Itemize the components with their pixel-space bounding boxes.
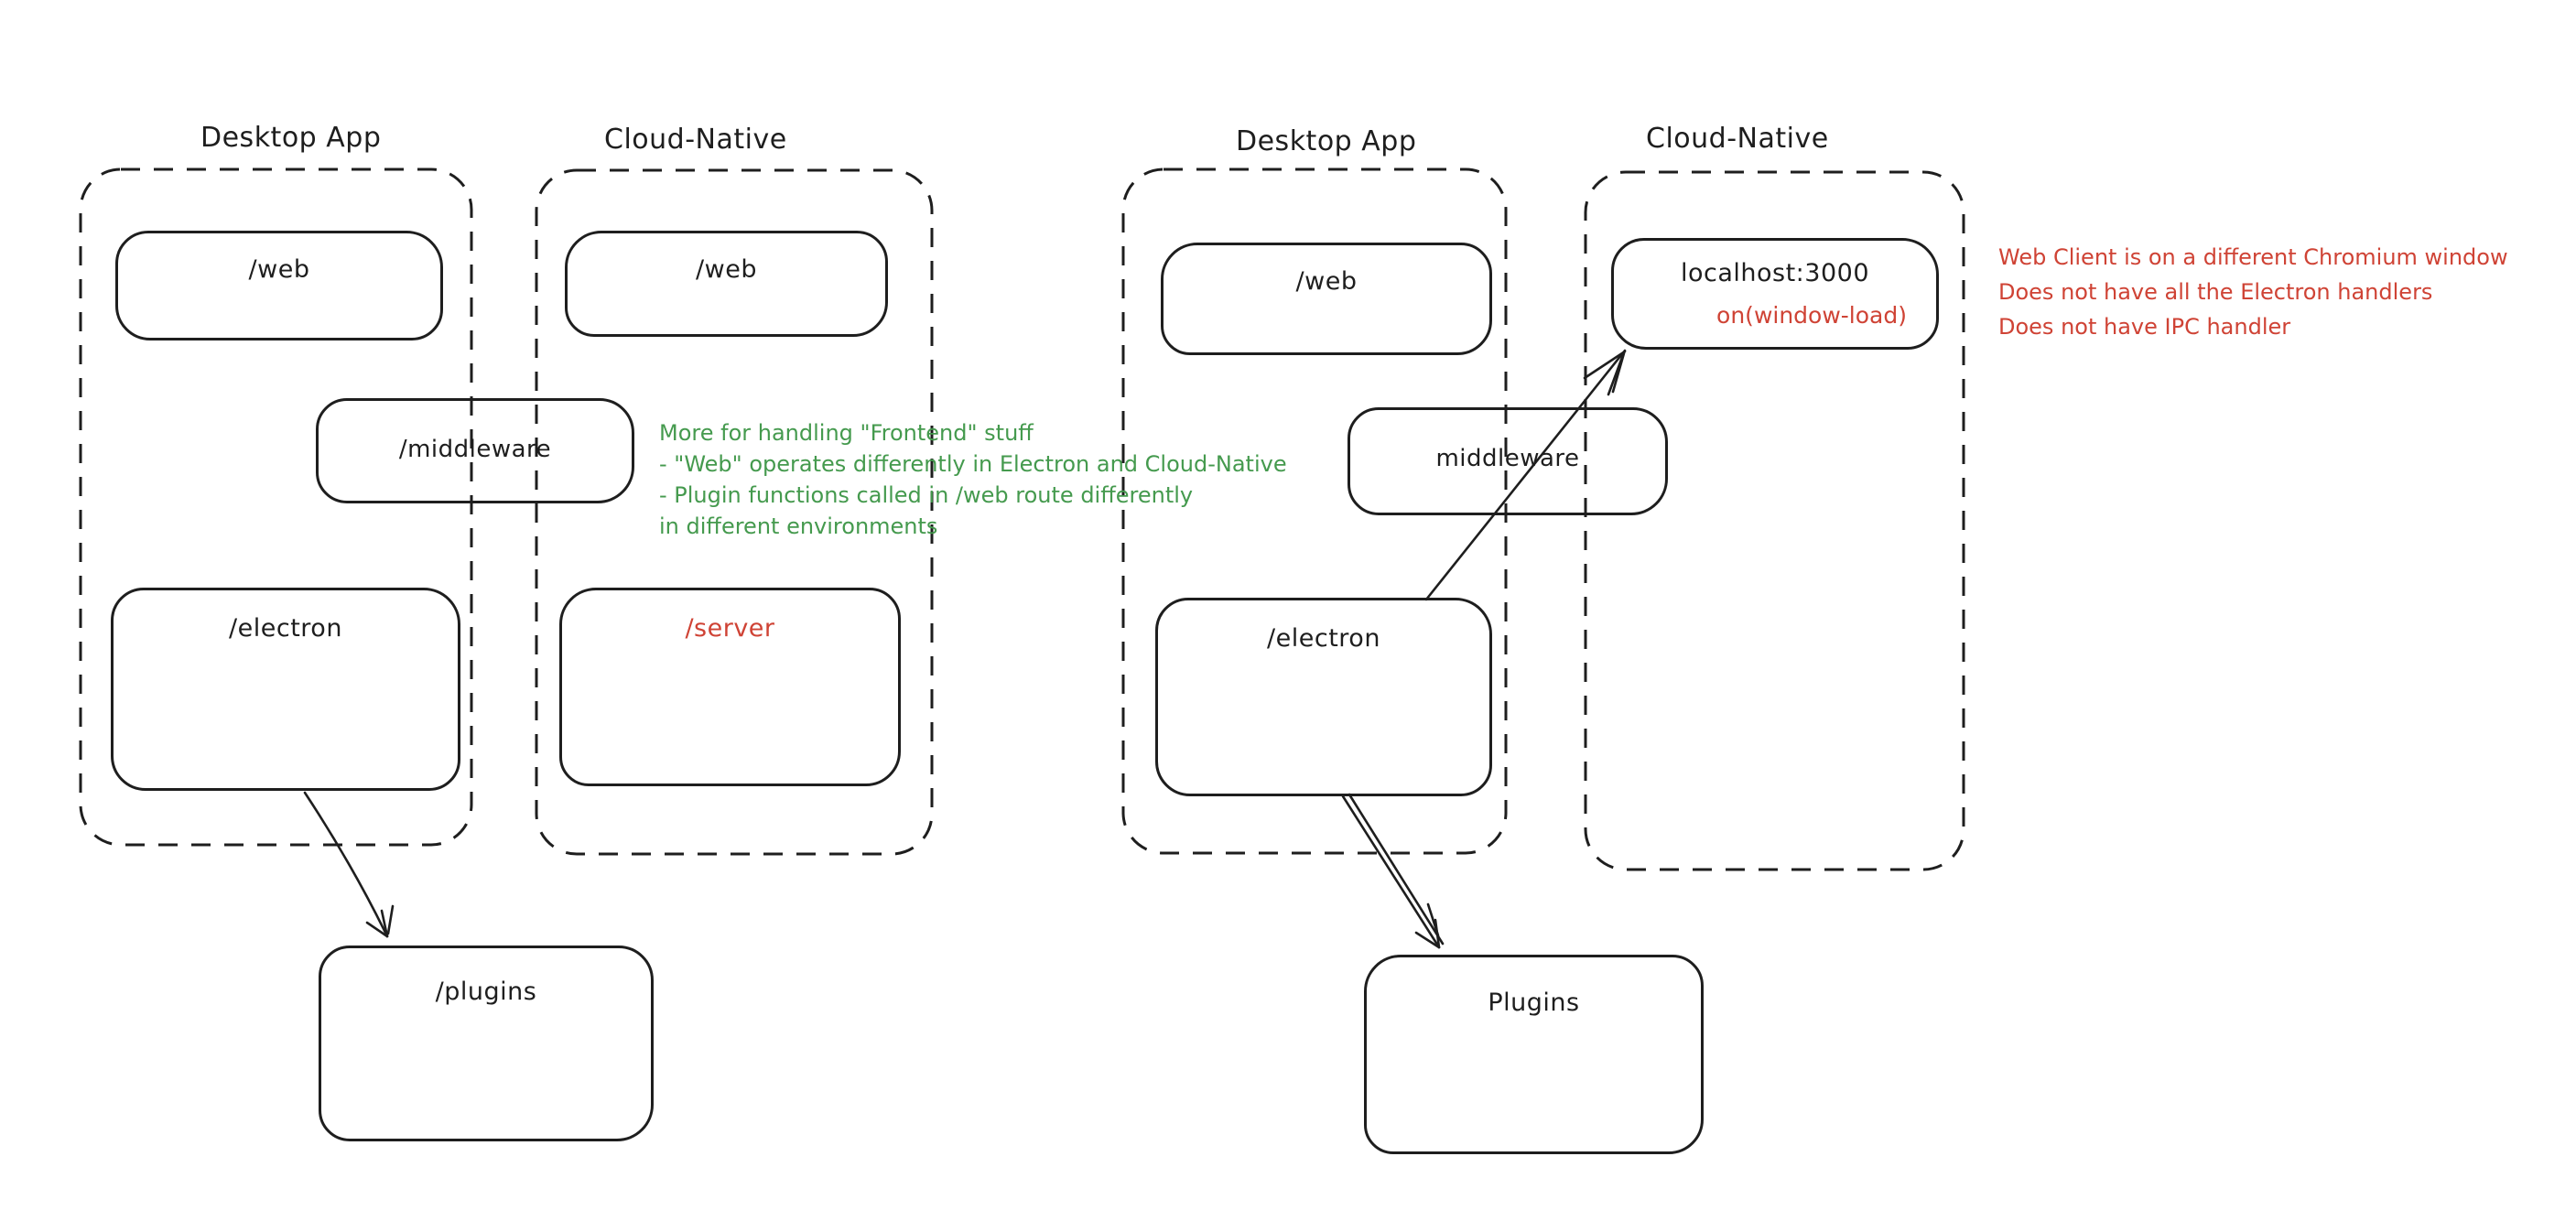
left-web-desktop-box: /web <box>115 231 443 340</box>
right-electron-box: /electron <box>1155 598 1492 796</box>
green-note-line-1: More for handling "Frontend" stuff <box>659 420 1034 446</box>
left-plugins-title: /plugins <box>435 978 537 1006</box>
right-cloud-native-group-outline <box>1584 170 1965 871</box>
left-cloud-native-label: Cloud-Native <box>604 124 787 156</box>
green-note-line-3: - Plugin functions called in /web route … <box>659 482 1194 508</box>
arrow-right-electron-to-plugins <box>1341 793 1445 949</box>
right-desktop-app-label: Desktop App <box>1236 125 1417 157</box>
left-desktop-app-label: Desktop App <box>200 122 382 154</box>
red-note-line-1: Web Client is on a different Chromium wi… <box>1998 244 2508 270</box>
arrow-left-electron-to-plugins <box>303 791 395 938</box>
right-web-box: /web <box>1161 243 1492 355</box>
right-middleware-title: middleware <box>1435 445 1580 472</box>
left-server-box: /server <box>559 588 901 786</box>
arrow-right-electron-to-localhost <box>1424 349 1627 601</box>
red-note: Web Client is on a different Chromium wi… <box>1998 240 2508 344</box>
left-electron-title: /electron <box>229 614 342 643</box>
right-desktop-app-group-outline <box>1121 168 1508 855</box>
right-cloud-native-label: Cloud-Native <box>1646 123 1829 155</box>
right-window-load-label: on(window-load) <box>1716 302 1907 329</box>
left-plugins-box: /plugins <box>319 946 654 1141</box>
right-localhost-box: localhost:3000 on(window-load) <box>1611 238 1939 350</box>
red-note-line-3: Does not have IPC handler <box>1998 314 2291 340</box>
left-middleware-title: /middleware <box>398 436 552 463</box>
right-plugins-title: Plugins <box>1488 989 1580 1017</box>
green-note-line-4: in different environments <box>659 513 938 539</box>
left-web-cloud-title: /web <box>696 255 757 284</box>
right-web-title: /web <box>1295 267 1358 296</box>
left-electron-box: /electron <box>111 588 460 791</box>
left-server-title: /server <box>685 614 775 643</box>
right-plugins-box: Plugins <box>1364 955 1704 1154</box>
left-web-desktop-title: /web <box>248 255 310 284</box>
left-desktop-app-group-outline <box>79 168 473 847</box>
red-note-line-2: Does not have all the Electron handlers <box>1998 279 2433 305</box>
right-localhost-title: localhost:3000 <box>1680 259 1869 287</box>
green-note-line-2: - "Web" operates differently in Electron… <box>659 451 1287 477</box>
left-middleware-box: /middleware <box>316 398 634 503</box>
left-cloud-native-group-outline <box>535 168 934 856</box>
right-middleware-box: middleware <box>1348 407 1668 515</box>
left-web-cloud-box: /web <box>565 231 888 337</box>
right-electron-title: /electron <box>1267 624 1380 653</box>
green-note: More for handling "Frontend" stuff - "We… <box>659 417 1287 542</box>
